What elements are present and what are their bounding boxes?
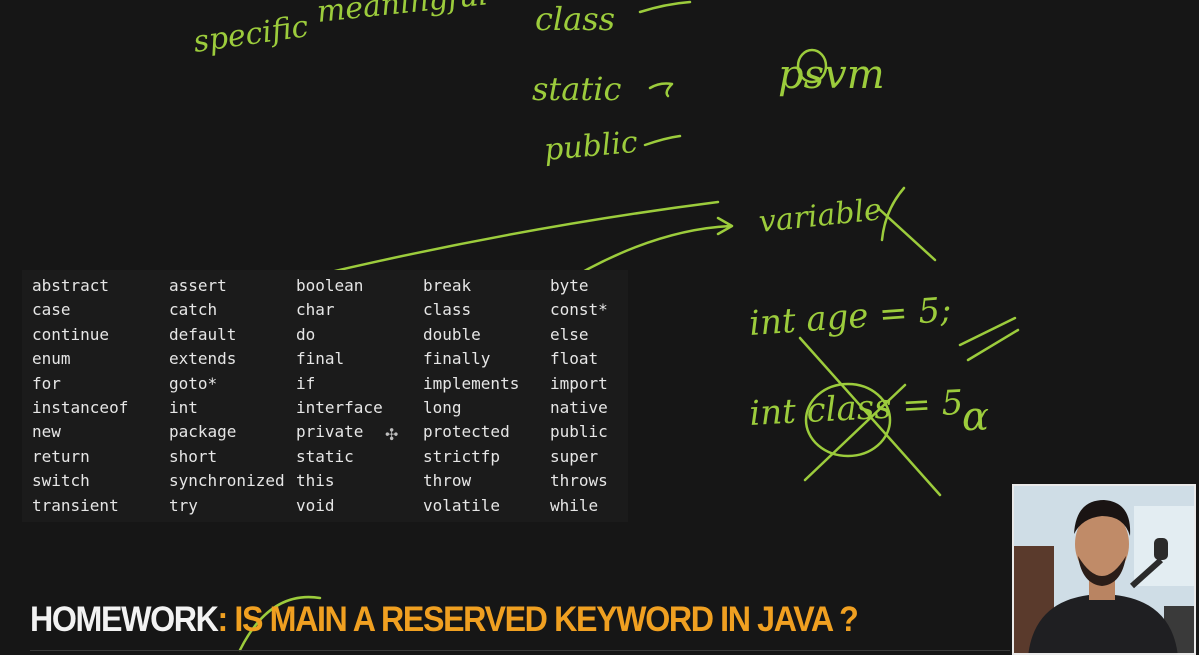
keyword-cell: instanceof: [32, 398, 129, 417]
keyword-cell: native: [550, 398, 608, 417]
keyword-cell: continue: [32, 324, 110, 344]
ink-cross-variable: [876, 186, 937, 262]
keyword-cell: int: [169, 398, 198, 417]
ink-circle-main: [238, 595, 322, 652]
keyword-cell: extends: [169, 349, 237, 369]
ink-alpha-int-class: α: [962, 394, 989, 440]
keyword-cell: switch: [32, 471, 90, 491]
keyword-cell: class: [423, 300, 472, 320]
keyword-cell: byte: [550, 276, 589, 295]
keyword-cell: public: [550, 422, 608, 442]
homework-label: HOMEWORK: [30, 600, 219, 639]
keyword-cell: finally: [423, 349, 491, 369]
ink-dash-class: [638, 0, 692, 14]
keyword-cell: if: [296, 373, 316, 393]
keyword-cell: final: [296, 349, 345, 369]
ink-dash-public: [643, 134, 682, 147]
keyword-cell: throw: [423, 471, 472, 491]
keyword-cell: new: [32, 422, 61, 442]
keyword-cell: long: [423, 398, 462, 417]
keyword-cell: package: [169, 422, 237, 442]
keyword-cell: void: [296, 495, 335, 515]
ink-psvm: psvm: [778, 52, 885, 98]
keyword-cell: super: [550, 446, 599, 466]
presenter-webcam: [1012, 484, 1196, 655]
keyword-cell: abstract: [32, 276, 110, 295]
homework-underline: [30, 650, 1010, 651]
keyword-cell: interface: [296, 398, 383, 417]
ink-public: public: [543, 125, 640, 168]
keyword-cell: synchronized: [169, 471, 285, 491]
presenter-avatar: [1014, 486, 1194, 653]
move-cursor-icon: ✣: [385, 425, 399, 444]
ink-class: class: [535, 0, 615, 38]
keyword-cell: protected: [423, 422, 510, 442]
keyword-cell: catch: [169, 300, 218, 320]
keyword-cell: goto*: [169, 373, 218, 393]
keyword-cell: import: [550, 373, 608, 393]
keyword-cell: do: [296, 324, 316, 344]
ink-double-slash: [958, 316, 1020, 362]
keyword-cell: enum: [32, 349, 71, 369]
ink-meaningful: meaningful: [315, 0, 489, 30]
java-keywords-table: abstract case continue enum for instanceof new…: [22, 270, 628, 522]
keyword-cell: transient: [32, 495, 119, 515]
keyword-cell: short: [169, 446, 218, 466]
homework-question: : IS MAIN A RESERVED KEYWORD IN JAVA ?: [217, 600, 859, 639]
ink-int-class: int class = 5: [748, 383, 964, 434]
keyword-cell: assert: [169, 276, 227, 295]
ink-big-cross: [798, 336, 942, 497]
keyword-cell: boolean: [296, 276, 364, 295]
keyword-cell: this: [296, 471, 335, 491]
keyword-cell: static: [296, 446, 354, 466]
keyword-cell: const*: [550, 300, 608, 320]
keyword-cell: for: [32, 373, 61, 393]
keyword-cell: while: [550, 495, 599, 515]
keyword-cell: volatile: [423, 495, 501, 515]
ink-static: static: [532, 70, 621, 108]
ink-specific: specific: [191, 9, 311, 60]
ink-int-age: int age = 5;: [748, 290, 953, 344]
keyword-cell: private: [296, 422, 364, 442]
homework-banner: HOMEWORK: IS MAIN A RESERVED KEYWORD IN …: [30, 600, 859, 640]
keyword-cell: float: [550, 349, 599, 369]
keyword-cell: return: [32, 446, 90, 466]
keyword-cell: else: [550, 324, 589, 344]
ink-arrowhead: [716, 216, 734, 236]
keyword-cell: throws: [550, 471, 608, 491]
ink-tick-static: [648, 82, 674, 98]
keyword-cell: try: [169, 495, 198, 515]
ink-circle-class-var: [804, 382, 892, 458]
ink-circle-s: [796, 48, 828, 84]
keyword-cell: implements: [423, 373, 520, 393]
keyword-cell: strictfp: [423, 446, 501, 466]
keyword-cell: char: [296, 300, 335, 320]
ink-variable: variable: [757, 192, 883, 240]
keyword-cell: case: [32, 300, 71, 320]
keyword-cell: double: [423, 324, 481, 344]
keyword-cell: default: [169, 324, 237, 344]
keyword-cell: break: [423, 276, 472, 295]
